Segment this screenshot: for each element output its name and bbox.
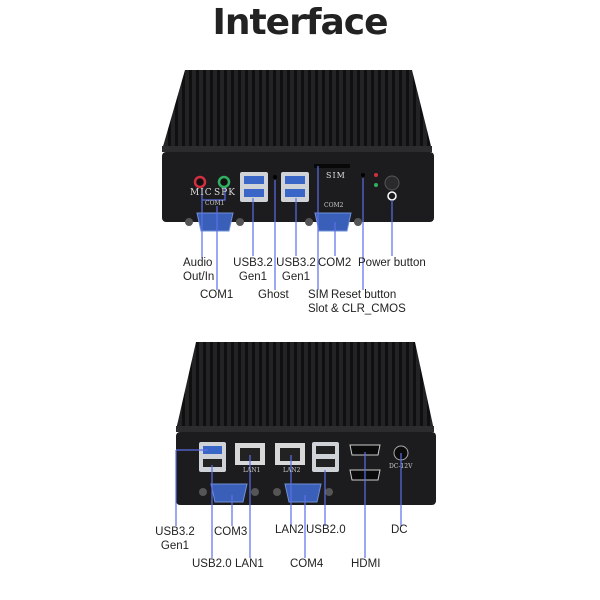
label-lan1: LAN1 (235, 558, 264, 570)
com4-port-icon (284, 483, 322, 503)
com2-mark: COM2 (324, 202, 344, 209)
label-ghost: Ghost (258, 289, 289, 301)
hdmi-port-icon (349, 444, 381, 456)
page-title: Interface (212, 2, 388, 43)
mic-mark: MIC (190, 188, 213, 198)
spk-mark: SPK (214, 188, 236, 198)
top-mini-pc (162, 70, 434, 232)
sim-mark: SIM (326, 171, 346, 180)
label-usb20-right: USB2.0 (306, 524, 346, 536)
com2-port-icon (314, 212, 352, 232)
label-audio-2: Out/In (183, 271, 215, 283)
reset-hole-icon (361, 173, 365, 177)
mic-jack-icon (193, 175, 207, 189)
label-com4: COM4 (290, 558, 324, 570)
power-button-icon (384, 175, 400, 191)
com1-mark: COM1 (205, 200, 225, 207)
label-dc: DC (391, 524, 408, 536)
com1-port-icon (196, 212, 234, 232)
spk-jack-icon (217, 175, 231, 189)
leader-lines (175, 166, 402, 558)
label-com1: COM1 (200, 289, 234, 301)
label-sim-slot: Slot & CLR_CMOS (308, 303, 406, 315)
label-reset-button: Reset button (331, 289, 397, 301)
ghost-hole-icon (273, 175, 277, 179)
dc-mark: DC-12V (389, 463, 413, 470)
label-com2: COM2 (318, 257, 352, 269)
lan2-mark: LAN2 (283, 467, 301, 474)
label-hdmi: HDMI (351, 558, 381, 570)
label-power-button: Power button (358, 257, 426, 269)
com3-port-icon (210, 483, 248, 503)
lan1-mark: LAN1 (243, 467, 261, 474)
label-lan2: LAN2 (275, 524, 304, 536)
sim-slot-icon (314, 164, 350, 168)
label-sim: SIM (308, 289, 329, 301)
bottom-mini-pc (176, 342, 436, 505)
label-audio-1: Audio (183, 257, 213, 269)
label-com3: COM3 (214, 526, 248, 538)
label-usb20-left: USB2.0 (192, 558, 232, 570)
